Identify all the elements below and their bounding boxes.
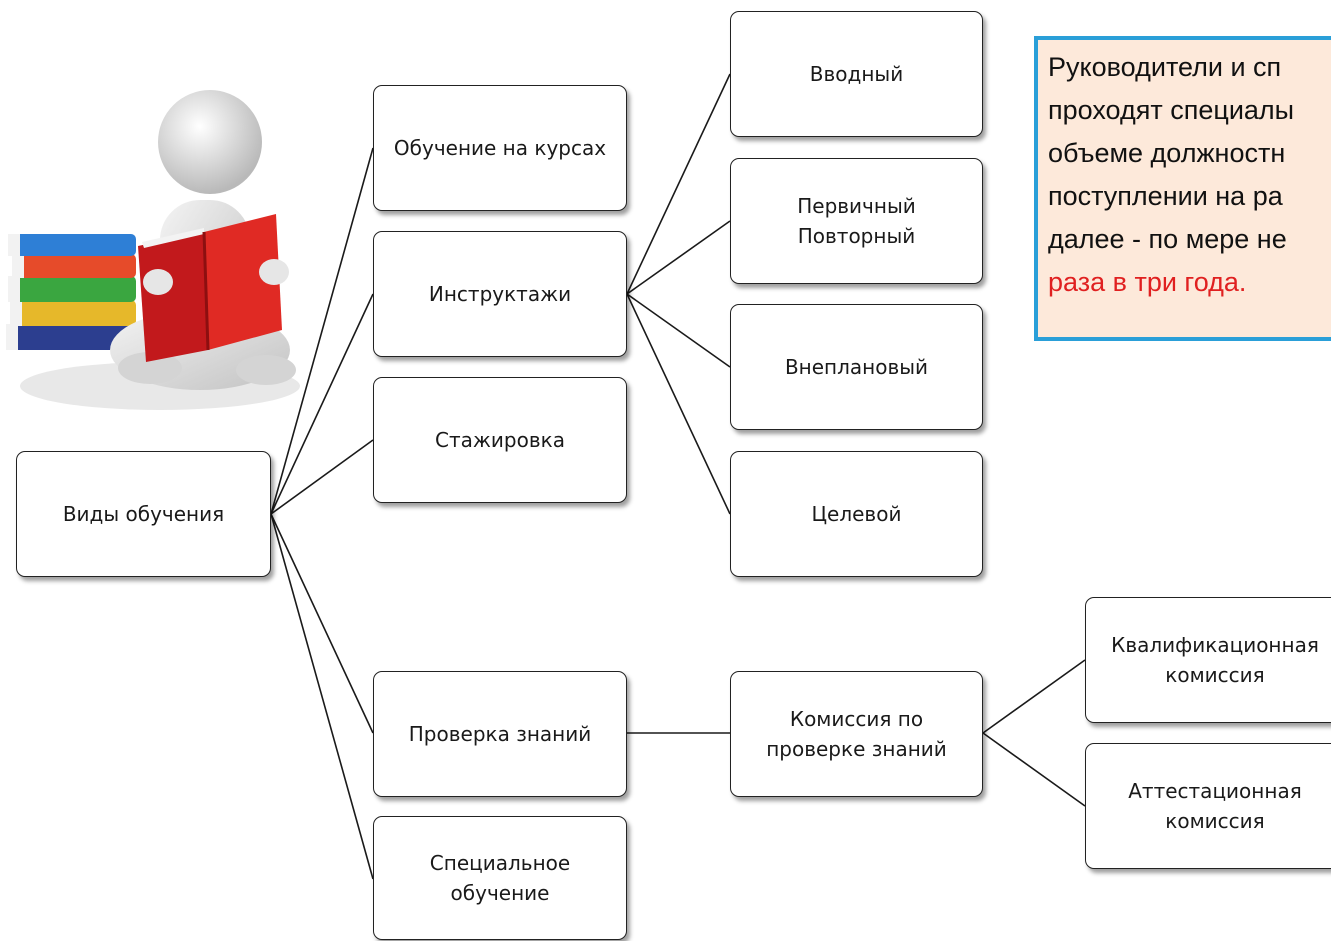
node-special-training: Специальное обучение: [373, 816, 627, 940]
note-line: далее - по мере не: [1048, 224, 1287, 254]
node-courses: Обучение на курсах: [373, 85, 627, 211]
node-briefings: Инструктажи: [373, 231, 627, 357]
node-briefing-targeted: Целевой: [730, 451, 983, 577]
connector-commission-attestation: [982, 732, 1086, 807]
connector-root-briefings: [270, 293, 374, 515]
reading-person-illustration: [6, 90, 300, 410]
connector-briefings-primary: [626, 220, 731, 295]
node-briefing-primary-repeat: Первичный Повторный: [730, 158, 983, 284]
node-qualification-commission: Квалификационная комиссия: [1085, 597, 1331, 723]
connector-root-courses: [270, 147, 374, 515]
connector-briefings-intro: [626, 73, 731, 295]
open-book-icon: [138, 214, 282, 362]
book-stack-icon: [6, 234, 136, 350]
connector-briefings-targeted: [626, 293, 731, 515]
node-knowledge-commission: Комиссия по проверке знаний: [730, 671, 983, 797]
node-briefing-unscheduled: Внеплановый: [730, 304, 983, 430]
note-line: объеме должностн: [1048, 138, 1286, 168]
note-line: Руководители и сп: [1048, 52, 1282, 82]
node-training-types: Виды обучения: [16, 451, 271, 577]
connector-root-check: [270, 513, 374, 734]
connector-root-internship: [270, 439, 374, 515]
node-attestation-commission: Аттестационная комиссия: [1085, 743, 1331, 869]
connector-root-special: [270, 513, 374, 880]
note-line: проходят специалы: [1048, 95, 1295, 125]
node-knowledge-check: Проверка знаний: [373, 671, 627, 797]
connector-commission-qualification: [982, 659, 1086, 734]
note-line-highlight: раза в три года.: [1048, 267, 1247, 297]
note-line: поступлении на ра: [1048, 181, 1283, 211]
info-note: Руководители и сп проходят специалы объе…: [1034, 36, 1331, 341]
connector-briefings-unscheduled: [626, 293, 731, 368]
node-internship: Стажировка: [373, 377, 627, 503]
node-briefing-intro: Вводный: [730, 11, 983, 137]
